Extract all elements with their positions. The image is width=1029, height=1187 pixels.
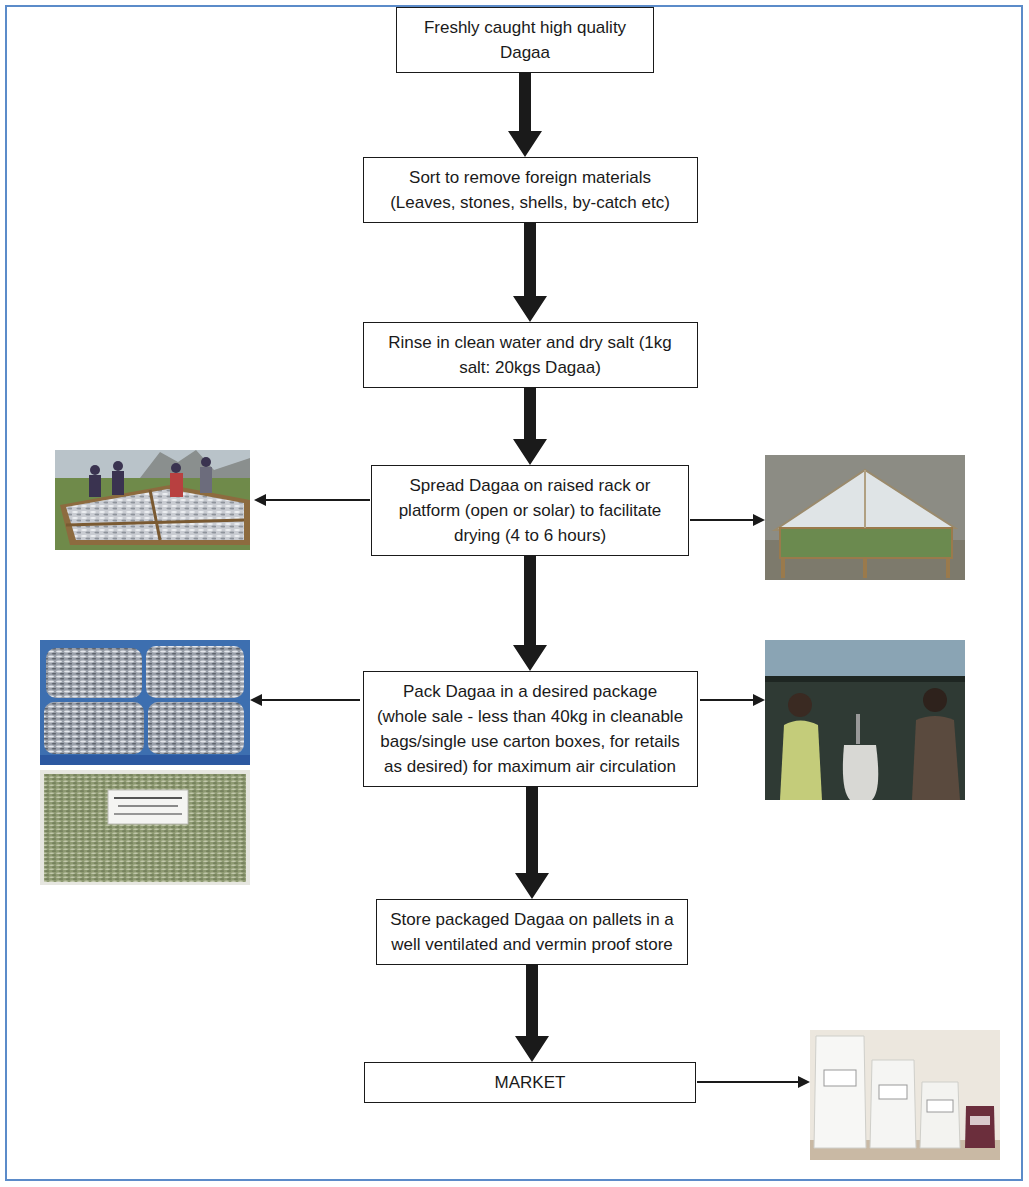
flow-arrow <box>513 223 547 322</box>
leader-arrow <box>697 1081 802 1083</box>
leader-arrowhead <box>798 1076 810 1088</box>
step-text: Freshly caught high quality Dagaa <box>409 15 641 65</box>
step-text: Rinse in clean water and dry salt (1kg s… <box>376 330 685 380</box>
drying-rack-photo <box>55 450 250 550</box>
process-box: Spread Dagaa on raised rack or platform … <box>371 465 689 556</box>
step-text: Spread Dagaa on raised rack or platform … <box>384 473 676 548</box>
step-text: Store packaged Dagaa on pallets in a wel… <box>389 907 675 957</box>
process-box: Sort to remove foreign materials (Leaves… <box>363 157 698 223</box>
step-text: Pack Dagaa in a desired package (whole s… <box>376 679 685 779</box>
terminal-box: MARKET <box>364 1062 696 1103</box>
leader-arrow <box>258 699 360 701</box>
flow-arrow <box>515 965 549 1062</box>
weighing-photo <box>765 640 965 800</box>
outer-frame <box>6 6 1022 1180</box>
leader-arrow <box>700 699 757 701</box>
step-text: MARKET <box>377 1070 683 1095</box>
leader-arrowhead <box>753 694 765 706</box>
market-sacks-photo <box>810 1030 1000 1160</box>
labelled-bag-photo <box>40 770 250 885</box>
packed-bags-photo <box>40 640 250 765</box>
process-box: Store packaged Dagaa on pallets in a wel… <box>376 899 688 965</box>
leader-arrowhead <box>250 694 262 706</box>
step-text: Sort to remove foreign materials (Leaves… <box>376 165 685 215</box>
leader-arrowhead <box>753 514 765 526</box>
flow-arrow <box>513 388 547 465</box>
flow-arrow <box>508 73 542 157</box>
flow-arrow <box>515 787 549 899</box>
flow-arrow <box>513 556 547 671</box>
solar-dryer-photo <box>765 455 965 580</box>
process-box: Pack Dagaa in a desired package (whole s… <box>363 671 698 787</box>
process-box: Freshly caught high quality Dagaa <box>396 7 654 73</box>
leader-arrowhead <box>254 494 266 506</box>
leader-arrow <box>690 519 757 521</box>
leader-arrow <box>262 499 370 501</box>
process-box: Rinse in clean water and dry salt (1kg s… <box>363 322 698 388</box>
